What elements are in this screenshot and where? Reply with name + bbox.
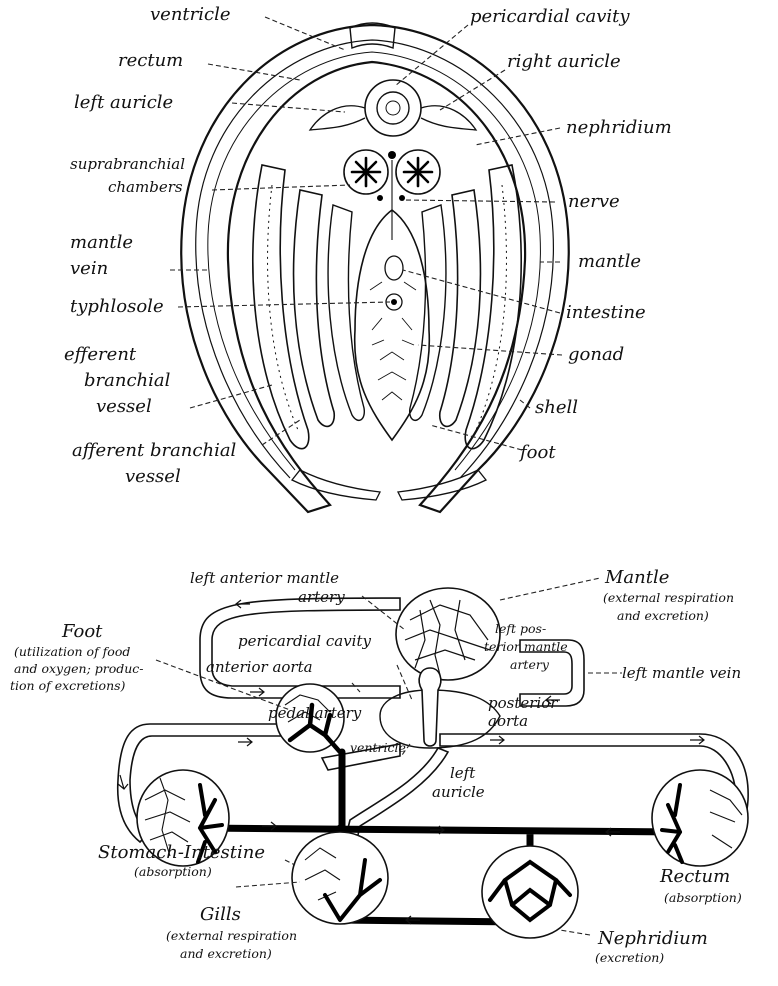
gill-inner-right	[440, 190, 481, 426]
intestine-loop-1	[385, 256, 403, 280]
label-rectum-title: Rectum	[659, 866, 730, 887]
gills-organ	[292, 832, 388, 924]
label-efferent-1: efferent	[64, 344, 137, 365]
label-right-auricle: right auricle	[507, 51, 621, 72]
gill-inner-left-2	[328, 205, 364, 420]
label-mantle-title: Mantle	[604, 567, 669, 588]
label-gills-title: Gills	[200, 904, 241, 925]
label-left-auricle: left auricle	[74, 92, 173, 113]
label-shell: shell	[535, 397, 578, 418]
ventricle-shape	[419, 668, 441, 746]
label-gonad: gonad	[568, 344, 624, 365]
label-rectum-sub: (absorption)	[664, 890, 742, 905]
nephridium-left-folds	[352, 158, 380, 186]
nerve-left	[377, 195, 383, 201]
cross-section-diagram	[170, 17, 569, 512]
label-posterior-2: aorta	[488, 712, 528, 730]
label-foot-sub-3: tion of excretions)	[10, 678, 126, 693]
nerve-dot	[388, 151, 396, 159]
label-left-posterior-1: left pos-	[495, 621, 546, 636]
label-nephridium-sub: (excretion)	[595, 950, 664, 965]
label-intestine: intestine	[566, 302, 646, 323]
label-foot-sub-2: and oxygen; produc-	[14, 661, 144, 676]
label-foot-sub-1: (utilization of food	[14, 644, 130, 659]
label-rectum: rectum	[118, 50, 183, 71]
label-nephridium: nephridium	[566, 117, 672, 138]
label-nerve: nerve	[568, 191, 620, 212]
rectum-lumen	[386, 101, 400, 115]
label-mantle-vein-2: vein	[70, 258, 108, 279]
foot-visceral-mass	[355, 210, 430, 440]
label-left-auricle-1: left	[450, 764, 476, 782]
label-chambers: chambers	[108, 178, 183, 196]
label-nephridium-title: Nephridium	[597, 928, 708, 949]
circulation-diagram	[118, 578, 748, 938]
label-left-auricle-2: auricle	[432, 783, 485, 801]
gill-inner-left	[294, 190, 335, 426]
label-left-anterior-mantle: left anterior mantle	[190, 569, 339, 587]
label-pedal-artery: pedal artery	[268, 704, 362, 722]
label-gills-sub-2: and excretion)	[180, 946, 272, 961]
label-gills-sub-1: (external respiration	[166, 928, 297, 943]
main-vein-trunk	[200, 752, 680, 922]
label-pericardial-cavity: pericardial cavity	[470, 6, 630, 27]
label-typhlosole: typhlosole	[70, 296, 164, 317]
label-foot-title: Foot	[61, 621, 103, 642]
label-suprabranchial: suprabranchial	[70, 155, 185, 173]
shell-outline	[181, 25, 568, 512]
typhlosole-dot	[391, 299, 397, 305]
label-efferent-2: branchial	[84, 370, 171, 391]
left-auricle-shape	[310, 106, 365, 130]
label-left-posterior-2: terior mantle	[484, 639, 568, 654]
label-mantle-sub-1: (external respiration	[603, 590, 734, 605]
label-anterior-aorta: anterior aorta	[206, 658, 313, 676]
nephridium-right-folds	[404, 158, 432, 186]
gill-inner-right-2	[410, 205, 446, 420]
label-stomach-title: Stomach-Intestine	[98, 842, 265, 863]
label-afferent-1: afferent branchial	[72, 440, 237, 461]
label-efferent-3: vessel	[96, 396, 152, 417]
label-left-posterior-3: artery	[510, 657, 550, 672]
label-left-mantle-vein: left mantle vein	[622, 664, 741, 682]
label-left-anterior-mantle-artery: artery	[298, 588, 345, 606]
pericardial-cavity-shape	[365, 80, 421, 136]
rectum-shape	[377, 92, 409, 124]
gill-outer-right	[465, 165, 521, 449]
label-pericardial-cavity-c: pericardial cavity	[238, 632, 372, 650]
label-mantle-sub-2: and excretion)	[617, 608, 709, 623]
label-foot: foot	[518, 442, 556, 463]
label-ventricle-c: ventricle	[350, 740, 406, 755]
label-afferent-2: vessel	[125, 466, 181, 487]
label-mantle-vein-1: mantle	[70, 232, 133, 253]
label-ventricle: ventricle	[150, 4, 231, 25]
label-mantle: mantle	[578, 251, 641, 272]
right-auricle-shape	[421, 106, 476, 130]
mantle-line	[208, 52, 541, 470]
nerve-right	[399, 195, 405, 201]
label-posterior-1: posterior	[488, 694, 558, 712]
label-stomach-sub: (absorption)	[134, 864, 212, 879]
